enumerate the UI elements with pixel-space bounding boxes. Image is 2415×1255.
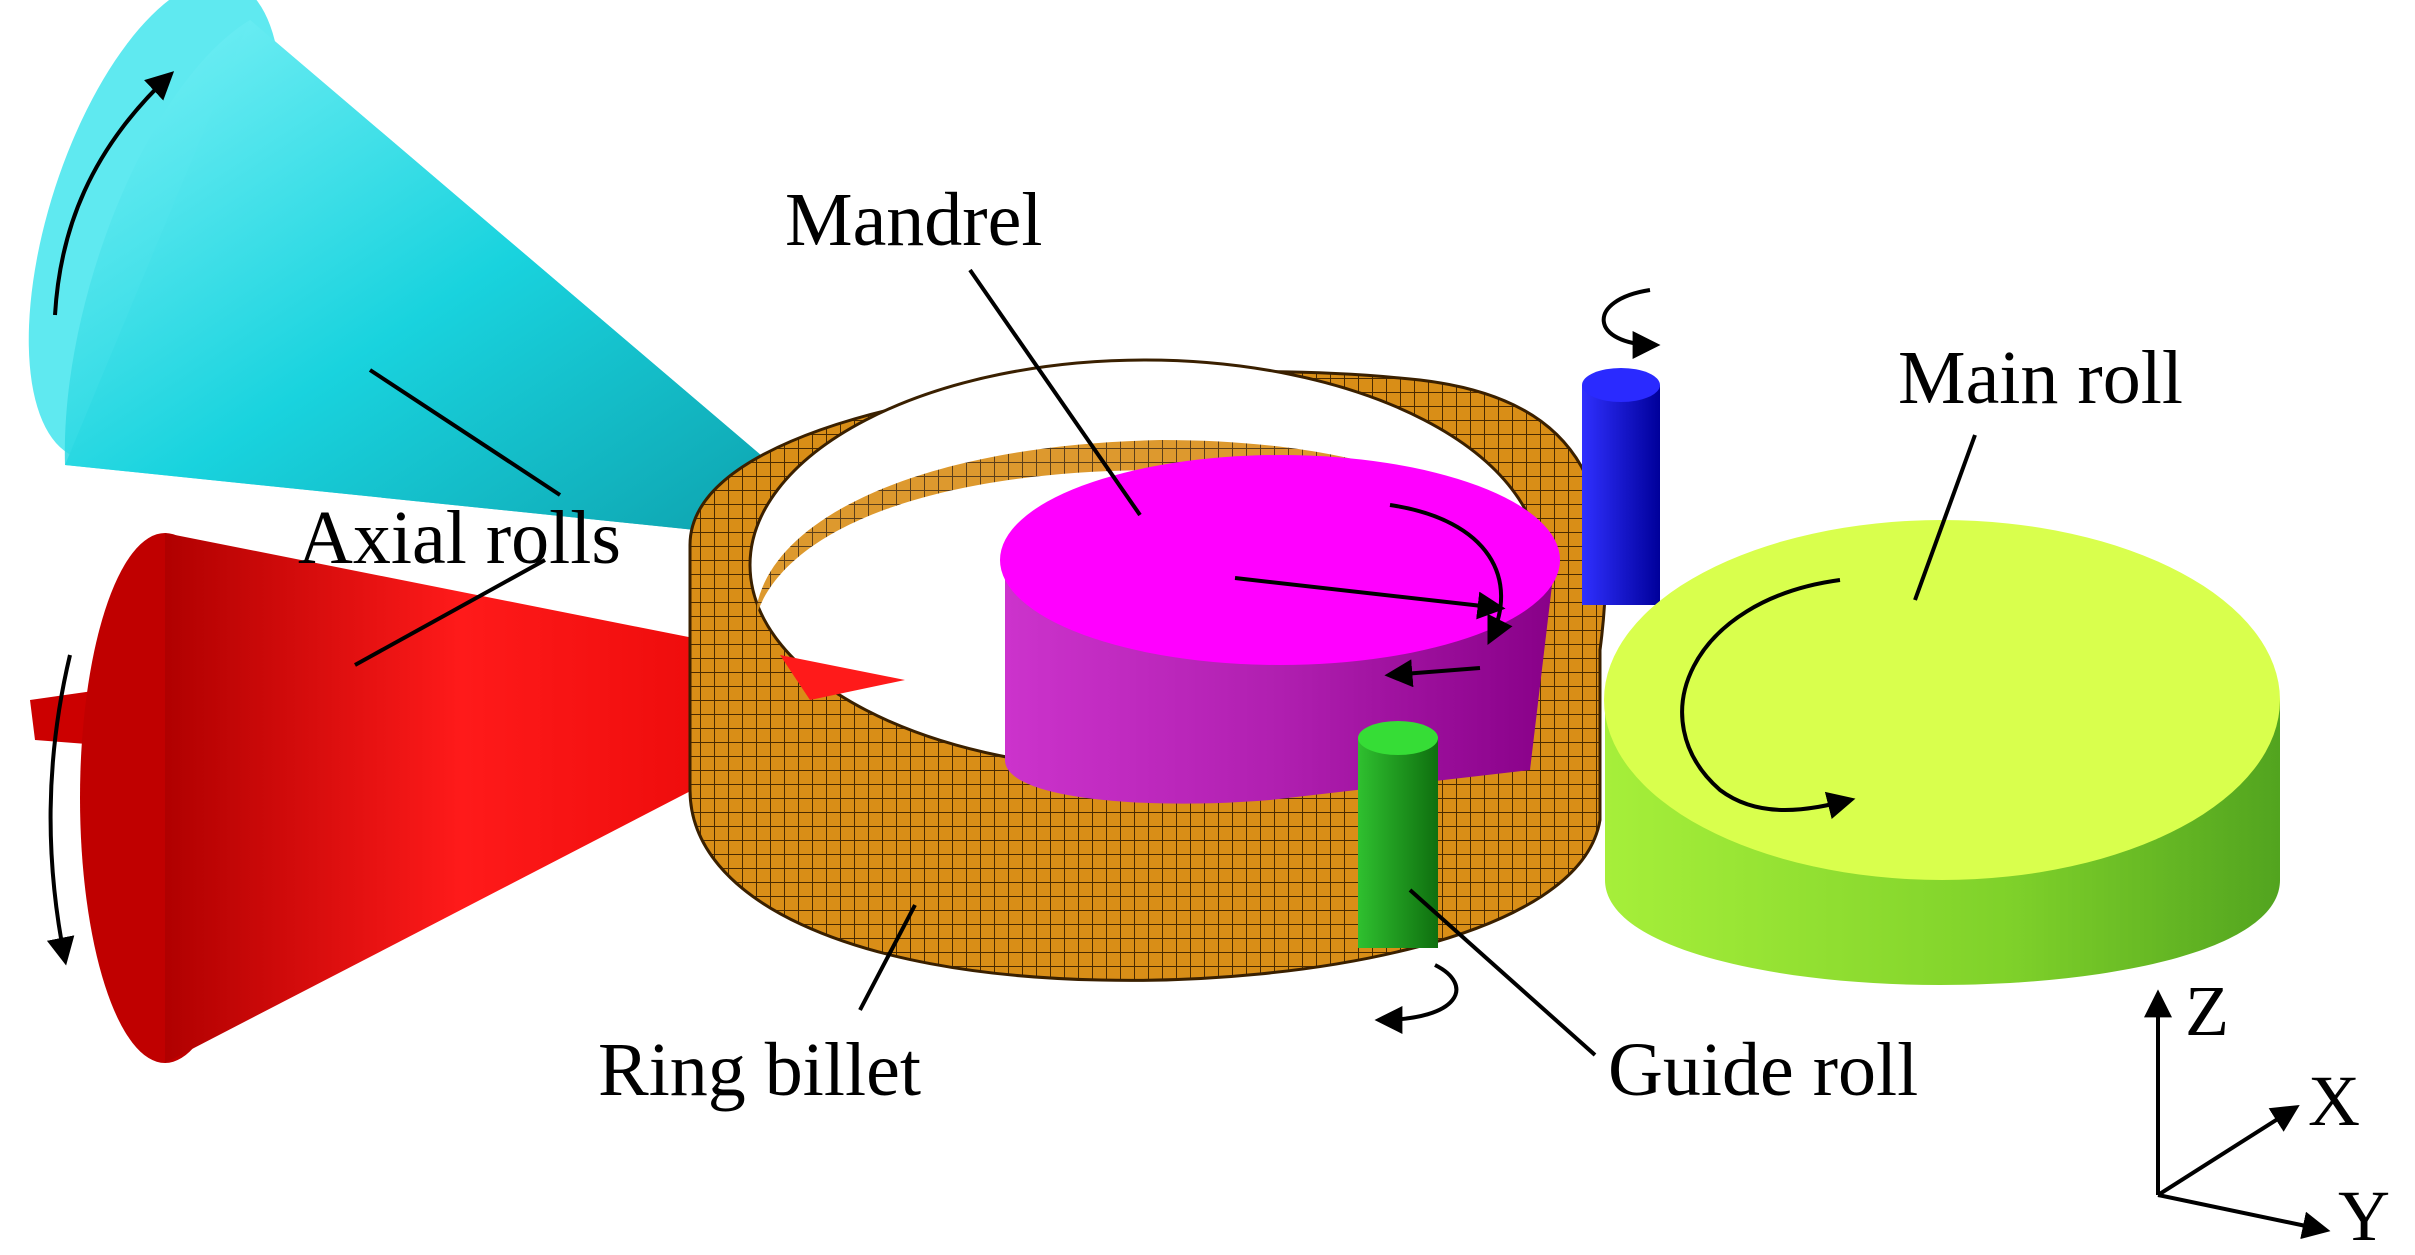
guide-roll-lower-rotation-arrow: [1374, 963, 1459, 1034]
guide-roll-upper-rotation-arrow: [1601, 288, 1661, 359]
upper-axial-roll: [28, 0, 871, 548]
ring-billet-label: Ring billet: [598, 1028, 921, 1112]
guide-roll-label: Guide roll: [1608, 1028, 1918, 1112]
guide-roll-upper: [1582, 368, 1660, 605]
axial-rolls-leader-line-upper: [368, 368, 562, 497]
main-roll: [1604, 520, 2280, 985]
ring-billet-leader-line: [858, 904, 917, 1011]
y-axis-arrow: [2157, 1193, 2331, 1240]
coordinate-axes: [2144, 989, 2331, 1240]
lower-axial-roll-tip: [780, 655, 905, 700]
main-roll-rotation-arrow: [1680, 578, 1856, 820]
guide-roll-leader-line: [1408, 888, 1597, 1057]
upper-axial-roll-rotation-arrow: [53, 71, 175, 316]
mandrel: [1000, 455, 1560, 804]
axial-rolls-leader-line-lower: [354, 558, 546, 667]
lower-axial-roll-rotation-arrow: [46, 654, 75, 966]
axial-rolls-label: Axial rolls: [298, 496, 621, 580]
x-axis-arrow: [2156, 1104, 2300, 1197]
mandrel-feed-arrow: [1234, 576, 1506, 620]
mandrel-lower-arrow: [1384, 659, 1481, 688]
mandrel-label: Mandrel: [785, 178, 1042, 262]
main-roll-leader-line: [1913, 434, 1977, 601]
main-roll-label: Main roll: [1898, 336, 2183, 420]
y-axis-label: Y: [2338, 1176, 2390, 1255]
mandrel-leader-line: [968, 268, 1142, 517]
guide-roll-lower: [1358, 721, 1438, 948]
x-axis-label: X: [2308, 1061, 2360, 1141]
z-axis-label: Z: [2185, 971, 2229, 1051]
